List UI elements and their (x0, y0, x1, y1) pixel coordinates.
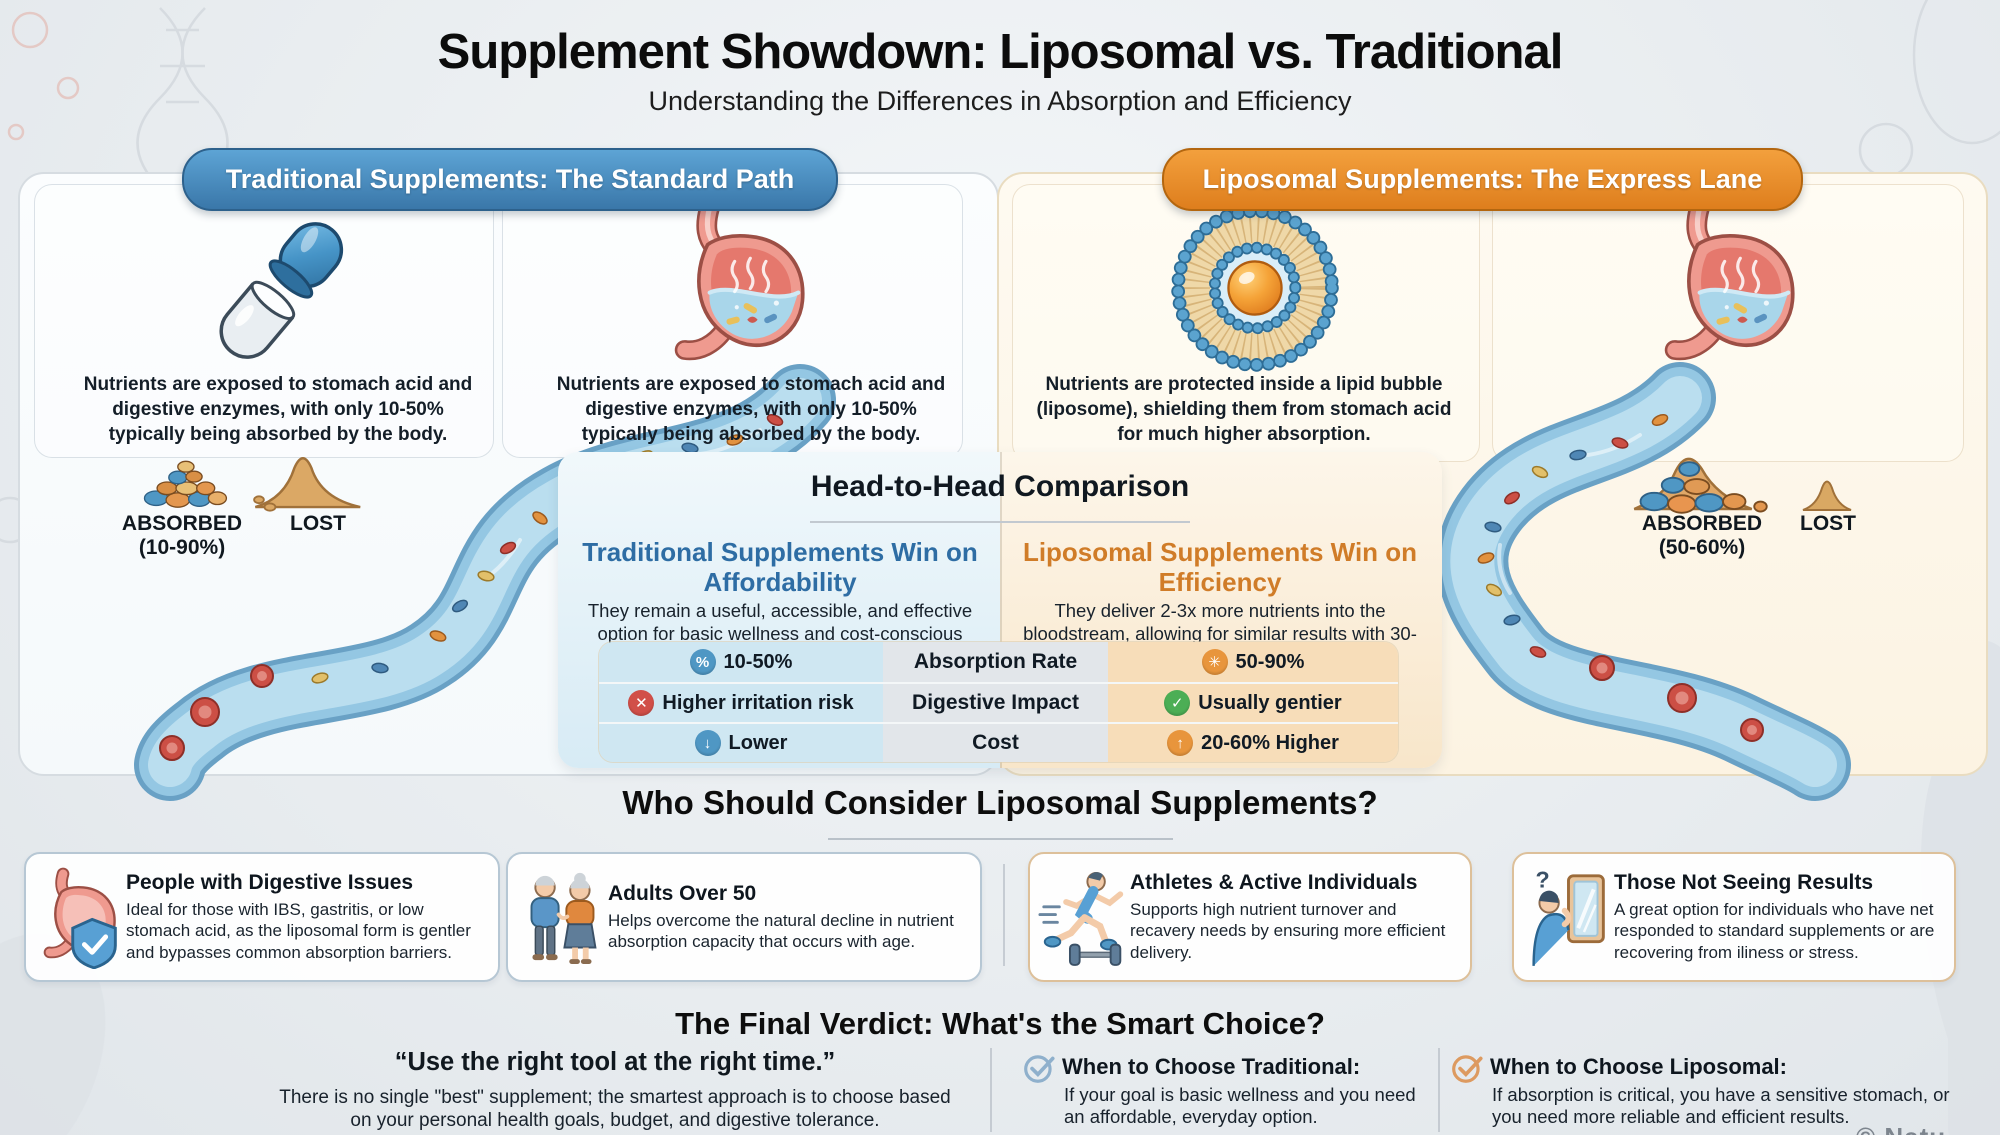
card-body: A great option for individuals who have … (1614, 899, 1935, 962)
person-mirror-icon: ? (1532, 866, 1605, 966)
absorbed-pills-pile-traditional (143, 460, 228, 508)
card-group-divider (1003, 864, 1005, 966)
svg-text:?: ? (1536, 866, 1550, 892)
comparison-divider (1000, 452, 1002, 768)
choose-liposomal-title: When to Choose Liposomal: (1490, 1054, 1787, 1079)
card-adults-over-50: Adults Over 50 Helps overcome the natura… (506, 852, 982, 982)
traditional-check-icon (1024, 1055, 1055, 1083)
table-cell-traditional-absorption: % 10-50% (599, 642, 883, 682)
table-cell-liposomal-cost: ↑ 20-60% Higher (1108, 722, 1398, 762)
table-cell-traditional-cost: ↓ Lower (599, 722, 883, 762)
absorbed-label-liposomal: ABSORBED (50-60%) (1627, 512, 1777, 560)
table-cell-liposomal-absorption: ✳ 50-90% (1108, 642, 1398, 682)
verdict-quote: “Use the right tool at the right time.” (394, 1048, 836, 1076)
liposomal-win-title: Liposomal Supplements Win on Efficiency (1022, 537, 1418, 597)
choose-traditional-title: When to Choose Traditional: (1062, 1054, 1361, 1079)
watermark: © Natu (1856, 1122, 1946, 1135)
absorbed-range: (50-60%) (1658, 536, 1746, 560)
traditional-win-title: Traditional Supplements Win on Affordabi… (582, 537, 978, 597)
page-title: Supplement Showdown: Liposomal vs. Tradi… (437, 25, 1564, 79)
runner-icon (1038, 871, 1124, 966)
lost-powder-pile-liposomal (1802, 480, 1852, 511)
card-body: Helps overcome the natural decline in nu… (608, 910, 954, 951)
verdict-divider-1 (990, 1048, 992, 1132)
sun-icon: ✳ (1201, 649, 1228, 675)
absorbed-pills-pile-liposomal (1633, 457, 1768, 514)
verdict-quote-body: There is no single "best" supplement; th… (279, 1087, 951, 1132)
absorbed-label-traditional: ABSORBED (10-90%) (107, 512, 257, 560)
capsule-caption: Nutrients are exposed to stomach acid an… (83, 374, 473, 446)
table-cell-metric-cost: Cost (883, 722, 1108, 762)
cell-value: 50-90% (1235, 650, 1305, 673)
stomach-illustration-liposomal (1664, 203, 1795, 361)
cell-value: 20-60% Higher (1201, 731, 1339, 754)
card-title: Those Not Seeing Results (1614, 870, 1874, 894)
cell-value: Lower (728, 731, 788, 754)
comparison-title: Head-to-Head Comparison (810, 470, 1190, 503)
verdict-title: The Final Verdict: What's the Smart Choi… (675, 1006, 1325, 1041)
cell-value: Higher irritation risk (662, 691, 854, 714)
liposomal-win-body: They deliver 2-3x more nutrients into th… (1023, 600, 1417, 667)
card-athletes: Athletes & Active Individuals Supports h… (1028, 852, 1472, 982)
who-section-title: Who Should Consider Liposomal Supplement… (622, 784, 1378, 821)
capsule-illustration (219, 222, 344, 359)
choose-liposomal-body: If absorption is critical, you have a se… (1492, 1084, 1950, 1128)
liposome-caption: Nutrients are protected inside a lipid b… (1036, 374, 1452, 446)
absorbed-range: (10-90%) (138, 536, 226, 560)
percent-icon: % (689, 649, 716, 675)
elderly-couple-icon (530, 872, 597, 964)
traditional-stomach-caption: Nutrients are exposed to stomach acid an… (556, 374, 946, 446)
card-title: Adults Over 50 (608, 881, 757, 905)
cross-icon: ✕ (628, 690, 655, 716)
lost-label-liposomal: LOST (1800, 512, 1856, 535)
card-not-seeing-results: ? Those Not Seeing Results A great optio… (1512, 852, 1956, 982)
cell-value: 10-50% (723, 650, 793, 673)
table-cell-metric-digestive: Digestive Impact (883, 682, 1108, 722)
page-subtitle: Understanding the Differences in Absorpt… (648, 86, 1352, 116)
card-title: People with Digestive Issues (126, 870, 414, 894)
absorbed-text: ABSORBED (121, 512, 243, 535)
card-digestive-issues: People with Digestive Issues Ideal for t… (24, 852, 500, 982)
card-body: Supports high nutrient turnover and reca… (1130, 899, 1446, 962)
verdict-divider-2 (1438, 1048, 1440, 1132)
liposome-illustration (1171, 204, 1339, 372)
liposomal-check-icon (1452, 1055, 1483, 1083)
cell-value: Usually gentier (1198, 691, 1342, 714)
choose-traditional-body: If your goal is basic wellness and you n… (1064, 1084, 1416, 1128)
check-icon: ✓ (1164, 690, 1191, 716)
down-arrow-icon: ↓ (694, 730, 721, 756)
lost-label-traditional: LOST (290, 512, 346, 535)
card-title: Athletes & Active Individuals (1130, 870, 1418, 894)
table-cell-liposomal-digestive: ✓ Usually gentier (1108, 682, 1398, 722)
traditional-header-pill: Traditional Supplements: The Standard Pa… (182, 148, 838, 211)
comparison-title-rule (810, 521, 1190, 523)
liposomal-header-pill: Liposomal Supplements: The Express Lane (1162, 148, 1803, 211)
up-arrow-icon: ↑ (1167, 730, 1194, 756)
stomach-shield-icon (43, 867, 117, 969)
who-title-rule (828, 838, 1173, 840)
table-cell-metric-absorption: Absorption Rate (883, 642, 1108, 682)
stomach-illustration-traditional (674, 203, 805, 361)
card-body: Ideal for those with IBS, gastritis, or … (126, 899, 471, 962)
lost-powder-pile-traditional (253, 457, 361, 512)
table-cell-traditional-digestive: ✕ Higher irritation risk (599, 682, 883, 722)
comparison-table: % 10-50% Absorption Rate ✳ 50-90% ✕ High… (599, 642, 1398, 762)
absorbed-text: ABSORBED (1641, 512, 1763, 535)
